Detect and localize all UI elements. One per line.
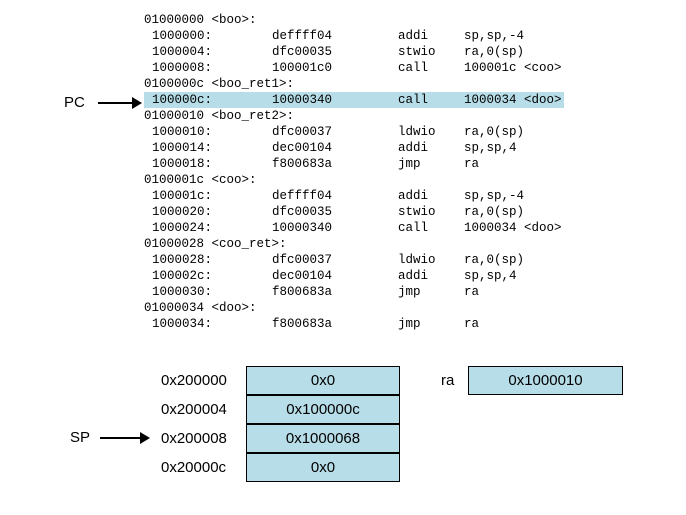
asm-instruction: 1000010: dfc00037 ldwio ra,0(sp) (144, 124, 564, 140)
asm-operands: ra,0(sp) (464, 205, 525, 219)
asm-instruction: 1000034: f800683a jmp ra (144, 316, 564, 332)
asm-opcode: stwio (398, 45, 436, 59)
asm-opcode: addi (398, 269, 429, 283)
asm-operands: 1000034 <doo> (464, 221, 562, 235)
asm-opcode: ldwio (398, 125, 436, 139)
asm-machine-code: deffff04 (272, 29, 333, 43)
asm-address: 100000c: (152, 93, 213, 107)
asm-opcode: addi (398, 141, 429, 155)
stack-cell-1: 0x100000c (246, 395, 400, 424)
asm-address: 1000034: (152, 317, 213, 331)
asm-operands: sp,sp,-4 (464, 189, 525, 203)
asm-instruction: 1000018: f800683a jmp ra (144, 156, 564, 172)
asm-label-text: 01000010 <boo_ret2>: (144, 109, 295, 123)
register-value: 0x1000010 (468, 366, 623, 395)
asm-operands: sp,sp,4 (464, 141, 517, 155)
asm-opcode: jmp (398, 285, 421, 299)
pc-label: PC (64, 94, 85, 111)
asm-opcode: ldwio (398, 253, 436, 267)
asm-address: 1000028: (152, 253, 213, 267)
asm-opcode: jmp (398, 317, 421, 331)
asm-label-line: 01000034 <doo>: (144, 300, 564, 316)
asm-opcode: call (398, 61, 429, 75)
asm-opcode: addi (398, 189, 429, 203)
pc-arrow (98, 97, 142, 109)
register-name: ra (441, 372, 455, 389)
asm-address: 1000004: (152, 45, 213, 59)
asm-operands: ra (464, 285, 480, 299)
asm-label-text: 01000000 <boo>: (144, 13, 257, 27)
asm-instruction: 1000000: deffff04 addi sp,sp,-4 (144, 28, 564, 44)
asm-machine-code: f800683a (272, 157, 333, 171)
asm-instruction: 1000030: f800683a jmp ra (144, 284, 564, 300)
asm-machine-code: dec00104 (272, 141, 333, 155)
stack-cell-0: 0x0 (246, 366, 400, 395)
asm-machine-code: dfc00037 (272, 125, 333, 139)
asm-label-line: 01000000 <boo>: (144, 12, 564, 28)
asm-opcode: stwio (398, 205, 436, 219)
asm-instruction: 1000004: dfc00035 stwio ra,0(sp) (144, 44, 564, 60)
asm-instruction: 1000008: 100001c0 call 100001c <coo> (144, 60, 564, 76)
asm-machine-code: 100001c0 (272, 61, 333, 75)
asm-label-text: 0100001c <coo>: (144, 173, 257, 187)
asm-address: 1000000: (152, 29, 213, 43)
asm-machine-code: f800683a (272, 317, 333, 331)
asm-machine-code: dec00104 (272, 269, 333, 283)
asm-machine-code: dfc00035 (272, 205, 333, 219)
asm-label-line: 0100001c <coo>: (144, 172, 564, 188)
sp-label: SP (70, 429, 91, 446)
asm-address: 1000020: (152, 205, 213, 219)
asm-instruction: 1000014: dec00104 addi sp,sp,4 (144, 140, 564, 156)
asm-machine-code: f800683a (272, 285, 333, 299)
assembly-listing: 01000000 <boo>: 1000000: deffff04 addi sp,sp… (144, 12, 564, 332)
asm-operands: ra (464, 317, 480, 331)
asm-machine-code: dfc00035 (272, 45, 333, 59)
stack-cell-3: 0x0 (246, 453, 400, 482)
asm-instruction: 1000028: dfc00037 ldwio ra,0(sp) (144, 252, 564, 268)
asm-address: 1000010: (152, 125, 213, 139)
asm-address: 1000018: (152, 157, 213, 171)
asm-machine-code: dfc00037 (272, 253, 333, 267)
asm-machine-code: 10000340 (272, 93, 333, 107)
asm-address: 1000008: (152, 61, 213, 75)
asm-operands: sp,sp,-4 (464, 29, 525, 43)
stack-cell-2: 0x1000068 (246, 424, 400, 453)
stack-addr-0: 0x200000 (161, 372, 227, 389)
asm-label-text: 0100000c <boo_ret1>: (144, 77, 295, 91)
asm-machine-code: deffff04 (272, 189, 333, 203)
asm-label-text: 01000034 <doo>: (144, 301, 257, 315)
asm-instruction: 100001c: deffff04 addi sp,sp,-4 (144, 188, 564, 204)
asm-instruction-current: 100000c: 10000340 call 1000034 <doo> (144, 92, 564, 108)
stack-addr-1: 0x200004 (161, 401, 227, 418)
asm-instruction: 1000020: dfc00035 stwio ra,0(sp) (144, 204, 564, 220)
asm-address: 100002c: (152, 269, 213, 283)
asm-operands: ra,0(sp) (464, 125, 525, 139)
asm-address: 1000014: (152, 141, 213, 155)
asm-opcode: addi (398, 29, 429, 43)
asm-operands: ra (464, 157, 480, 171)
asm-operands: 1000034 <doo> (464, 93, 562, 107)
asm-opcode: call (398, 221, 429, 235)
asm-label-line: 0100000c <boo_ret1>: (144, 76, 564, 92)
stack-addr-2: 0x200008 (161, 430, 227, 447)
asm-operands: ra,0(sp) (464, 45, 525, 59)
asm-address: 100001c: (152, 189, 213, 203)
asm-address: 1000024: (152, 221, 213, 235)
asm-label-line: 01000028 <coo_ret>: (144, 236, 564, 252)
asm-instruction: 1000024: 10000340 call 1000034 <doo> (144, 220, 564, 236)
asm-address: 1000030: (152, 285, 213, 299)
asm-operands: sp,sp,4 (464, 269, 517, 283)
asm-operands: ra,0(sp) (464, 253, 525, 267)
asm-label-text: 01000028 <coo_ret>: (144, 237, 287, 251)
sp-arrow (100, 432, 150, 444)
asm-instruction: 100002c: dec00104 addi sp,sp,4 (144, 268, 564, 284)
asm-opcode: call (398, 93, 429, 107)
asm-machine-code: 10000340 (272, 221, 333, 235)
asm-label-line: 01000010 <boo_ret2>: (144, 108, 564, 124)
stack-addr-3: 0x20000c (161, 459, 227, 476)
asm-opcode: jmp (398, 157, 421, 171)
asm-operands: 100001c <coo> (464, 61, 562, 75)
